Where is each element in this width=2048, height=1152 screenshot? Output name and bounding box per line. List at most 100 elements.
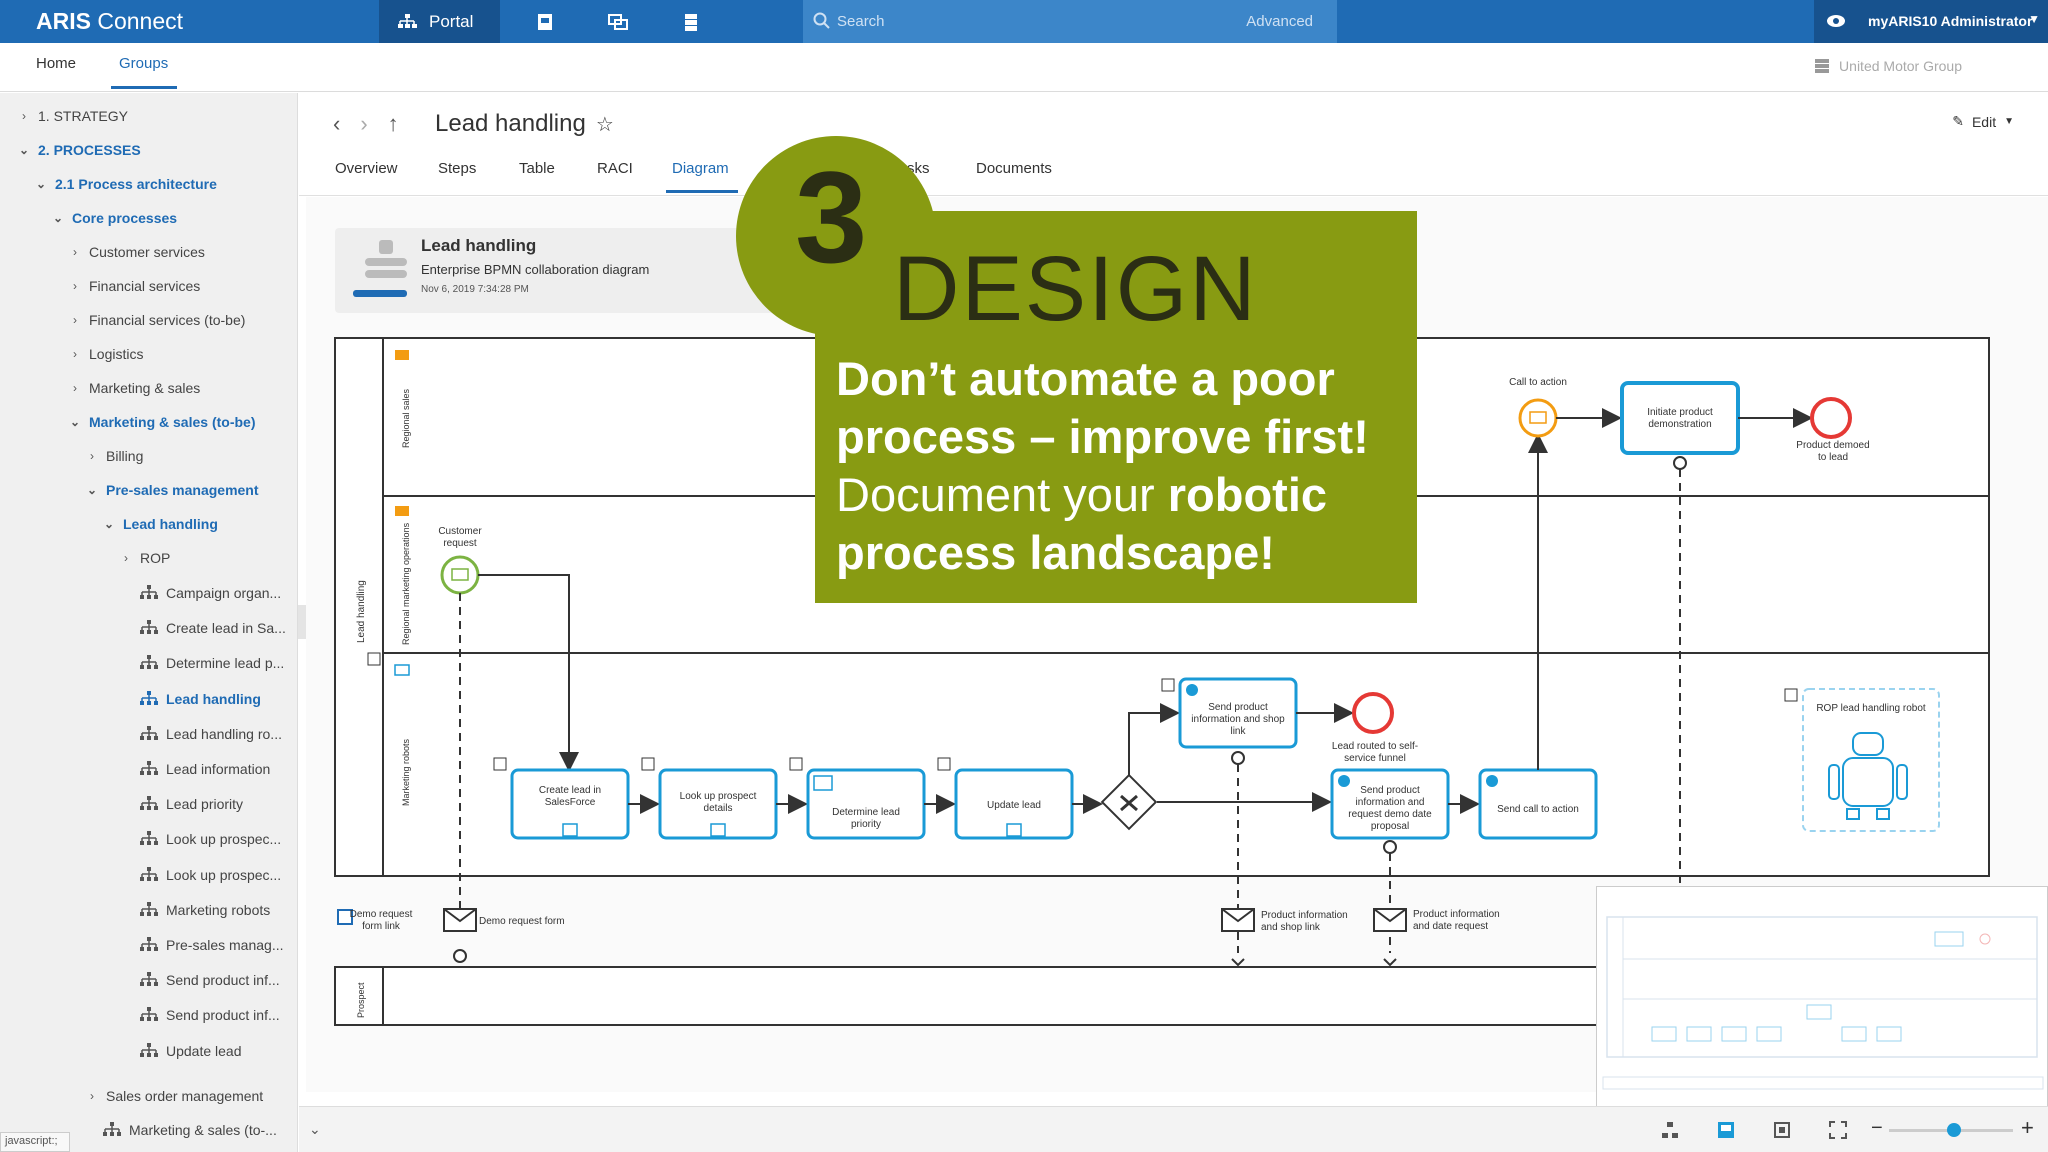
advanced-search-link[interactable]: Advanced	[1246, 13, 1313, 30]
tab-groups[interactable]: Groups	[119, 55, 169, 72]
intermediate-event-icon[interactable]	[1518, 398, 1558, 438]
server-icon[interactable]	[680, 11, 702, 33]
exclusive-gateway-icon[interactable]	[1100, 773, 1158, 831]
tree-item[interactable]: ›Financial services (to-be)	[69, 312, 245, 328]
tree-item-lead-handling-selected[interactable]: Lead handling	[140, 690, 261, 707]
user-menu[interactable]: myARIS10 Administrator ▼	[1814, 0, 2048, 43]
tree-item-model[interactable]: Update lead	[140, 1042, 242, 1059]
chevron-right-icon[interactable]: ›	[73, 279, 77, 293]
tree-item-model[interactable]: Create lead in Sa...	[140, 620, 286, 636]
tree-item[interactable]: ›Logistics	[69, 346, 143, 362]
eye-icon[interactable]	[1826, 14, 1846, 28]
chevron-right-icon[interactable]: ›	[73, 245, 77, 259]
tree-item[interactable]: ›Financial services	[69, 278, 200, 294]
tree-item-process-architecture[interactable]: ⌄2.1 Process architecture	[35, 176, 217, 192]
tab-home[interactable]: Home	[36, 55, 77, 72]
tree-item-core-processes[interactable]: ⌄Core processes	[52, 210, 178, 226]
diagram-minimap[interactable]	[1596, 886, 2048, 1107]
tab-diagram[interactable]: Diagram	[672, 160, 729, 177]
task-update-lead[interactable]: Update lead	[954, 768, 1074, 840]
organization-selector[interactable]: United Motor Group	[1813, 57, 1962, 75]
portal-tab[interactable]: Portal	[379, 0, 500, 43]
svg-text:Send call to action: Send call to action	[1497, 804, 1579, 815]
tree-item-model[interactable]: Lead handling ro...	[140, 725, 282, 742]
chevron-right-icon[interactable]: ›	[73, 381, 77, 395]
chevron-down-icon[interactable]: ⌄	[103, 517, 115, 531]
tree-item[interactable]: ›Sales order management	[86, 1088, 263, 1104]
tab-raci[interactable]: RACI	[597, 160, 633, 177]
tree-item-model[interactable]: Send product inf...	[140, 972, 280, 988]
tree-item-pre-sales[interactable]: ⌄Pre-sales management	[86, 482, 259, 498]
tree-item-model[interactable]: Lead priority	[140, 796, 243, 812]
up-arrow-icon[interactable]: ↑	[387, 111, 399, 136]
tree-item-model[interactable]: Send product inf...	[140, 1007, 280, 1023]
tab-table[interactable]: Table	[519, 160, 555, 177]
tree-item[interactable]: Marketing & sales (to-...	[103, 1122, 277, 1138]
chevron-down-icon[interactable]: ⌄	[52, 211, 64, 225]
tree-item[interactable]: ›Marketing & sales	[69, 380, 200, 396]
tree-item-model[interactable]: Look up prospec...	[140, 831, 281, 847]
zoom-slider-handle[interactable]	[1947, 1123, 1961, 1137]
tree-item-strategy[interactable]: ›1. STRATEGY	[18, 108, 128, 124]
tree-item-model[interactable]: Determine lead p...	[140, 655, 284, 671]
tree-item-lead-handling-folder[interactable]: ⌄Lead handling	[103, 516, 218, 532]
model-icon	[140, 1007, 158, 1022]
app-logo[interactable]: ARIS Connect	[36, 8, 184, 34]
tree-item[interactable]: ›Customer services	[69, 244, 205, 260]
chevron-down-icon[interactable]: ⌄	[309, 1121, 321, 1137]
favorite-star-icon[interactable]: ☆	[595, 113, 614, 136]
tree-item[interactable]: ›Billing	[86, 448, 143, 464]
end-event-icon[interactable]	[1810, 397, 1852, 439]
fit-to-screen-icon[interactable]	[1773, 1121, 1791, 1139]
document-icon[interactable]	[534, 11, 556, 33]
tab-documents[interactable]: Documents	[976, 160, 1052, 177]
sub-navigation: Home Groups United Motor Group	[0, 43, 2048, 92]
forward-arrow-icon[interactable]: ›	[360, 111, 368, 136]
chevron-right-icon[interactable]: ›	[22, 109, 26, 123]
chevron-down-icon[interactable]: ⌄	[86, 483, 98, 497]
end-event-icon[interactable]	[1352, 692, 1394, 734]
tree-item-model[interactable]: Marketing robots	[140, 901, 270, 918]
minimap-toggle-icon[interactable]	[1717, 1121, 1735, 1139]
fullscreen-icon[interactable]	[1829, 1121, 1847, 1139]
zoom-in-icon[interactable]: +	[2021, 1115, 2034, 1140]
tree-item-rop[interactable]: ›ROP	[120, 550, 170, 566]
back-arrow-icon[interactable]: ‹	[333, 111, 341, 136]
tab-overview[interactable]: Overview	[335, 160, 398, 177]
chevron-down-icon[interactable]: ⌄	[35, 177, 47, 191]
tree-item-model[interactable]: Pre-sales manag...	[140, 937, 284, 953]
model-icon	[140, 937, 158, 951]
zoom-out-icon[interactable]: −	[1871, 1117, 1883, 1139]
tab-steps[interactable]: Steps	[438, 160, 477, 177]
edit-button[interactable]: ✎ Edit ▼	[1952, 113, 2014, 130]
chevron-right-icon[interactable]: ›	[90, 1089, 94, 1103]
chevron-down-icon[interactable]: ⌄	[18, 143, 30, 157]
organization-name: United Motor Group	[1839, 58, 1962, 74]
tree-item-processes[interactable]: ⌄2. PROCESSES	[18, 142, 141, 158]
chevron-right-icon[interactable]: ›	[73, 347, 77, 361]
chevron-right-icon[interactable]: ›	[73, 313, 77, 327]
tree-item-marketing-sales-to-be[interactable]: ⌄Marketing & sales (to-be)	[69, 414, 256, 430]
chevron-down-icon[interactable]: ⌄	[69, 415, 81, 429]
tree-item-model[interactable]: Lead information	[140, 761, 270, 777]
tree-item-model[interactable]: Campaign organ...	[140, 585, 281, 601]
history-navigation: ‹ › ↑	[333, 111, 399, 137]
tree-item-model[interactable]: Look up prospec...	[140, 866, 281, 883]
chevron-right-icon[interactable]: ›	[124, 551, 128, 565]
robot-icon[interactable]: ROP lead handling robot	[1802, 688, 1940, 832]
task-send-call-to-action[interactable]: Send call to action	[1478, 768, 1598, 840]
chevron-right-icon[interactable]: ›	[90, 449, 94, 463]
layout-icon[interactable]	[1661, 1121, 1679, 1139]
search-input[interactable]: Search Advanced	[803, 0, 1337, 43]
chat-icon[interactable]	[607, 11, 629, 33]
model-type: Enterprise BPMN collaboration diagram	[421, 262, 650, 277]
model-icon	[140, 866, 158, 881]
start-event-icon[interactable]	[440, 555, 480, 595]
